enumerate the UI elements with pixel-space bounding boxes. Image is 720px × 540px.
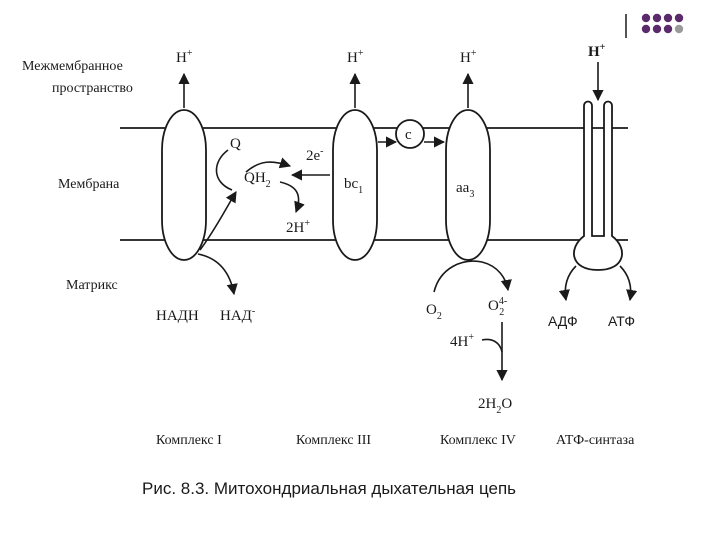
corner-dot [663,13,673,23]
corner-dot [674,13,684,23]
nadh-to-nad-arrow [197,253,238,296]
complex-4: H+ aa3 O2 O4-2 4H+ 2H2O Комплекс IV [426,48,516,448]
complex-3-shape [332,109,378,261]
corner-dot [652,24,662,34]
complex-1-2h-label: 2H+ [286,218,310,236]
complex-1-proton-label: H+ [176,48,193,66]
complex-1: H+ Q QH2 2H+ НАДН НАД- Комплекс I [156,48,310,448]
atp-synthase-shape [573,100,623,271]
complex-3-name: Комплекс III [296,433,371,448]
nad-label: НАД- [220,306,255,324]
corner-dot [674,24,684,34]
complex-3: H+ 2e- bc1 Комплекс III [290,48,378,448]
label-intermembrane-line1: Межмембранное [22,59,123,74]
q-to-qh2-arrow [215,149,233,191]
cytochrome-c: c [378,119,446,149]
nadh-to-q-arrow [199,191,237,251]
atp-label: АТФ [608,313,635,329]
qh2-to-2h-arrow [279,181,305,214]
complex-4-proton-label: H+ [460,48,477,66]
complex-3-2e-label: 2e- [306,146,324,164]
atp-proton-label: H+ [588,42,606,60]
atp-synthase: H+ АДФ АТФ АТФ-синтаза [548,42,638,448]
complex-3-proton-label: H+ [347,48,364,66]
label-matrix: Матрикс [66,278,118,293]
complex-1-q-label: Q [230,136,241,152]
adp-label: АДФ [548,313,578,329]
o2-label: O2 [426,302,442,322]
corner-dot [641,13,651,23]
4h-label: 4H+ [450,332,474,350]
complex-3-bc1-label: bc1 [344,176,363,196]
complex-1-qh2-label: QH2 [244,170,271,190]
o2-reduction-arrow [433,260,512,293]
qh2-curve-arrow [245,157,292,173]
nadh-label: НАДН [156,308,199,324]
complex-1-name: Комплекс I [156,433,222,448]
adp-arrow [558,265,577,302]
corner-decoration [625,13,684,38]
water-label: 2H2O [478,396,512,416]
4h-join-arrow [481,338,503,353]
figure-caption: Рис. 8.3. Митохондриальная дыхательная ц… [142,479,516,498]
corner-dot-grid [641,13,684,34]
corner-dot [641,24,651,34]
cytochrome-c-label: c [405,127,412,143]
cytochrome-c-circle [395,119,425,149]
complex-4-shape [445,109,491,261]
corner-dot [652,13,662,23]
o4-label: O4-2 [488,296,507,318]
corner-dot [663,24,673,34]
label-membrane: Мембрана [58,177,120,192]
complex-1-shape [161,109,207,261]
label-intermembrane-line2: пространство [52,81,133,96]
atp-arrow [619,265,638,302]
complex-4-name: Комплекс IV [440,433,516,448]
complex-4-aa3-label: aa3 [456,180,474,200]
atp-synthase-name: АТФ-синтаза [556,433,635,448]
